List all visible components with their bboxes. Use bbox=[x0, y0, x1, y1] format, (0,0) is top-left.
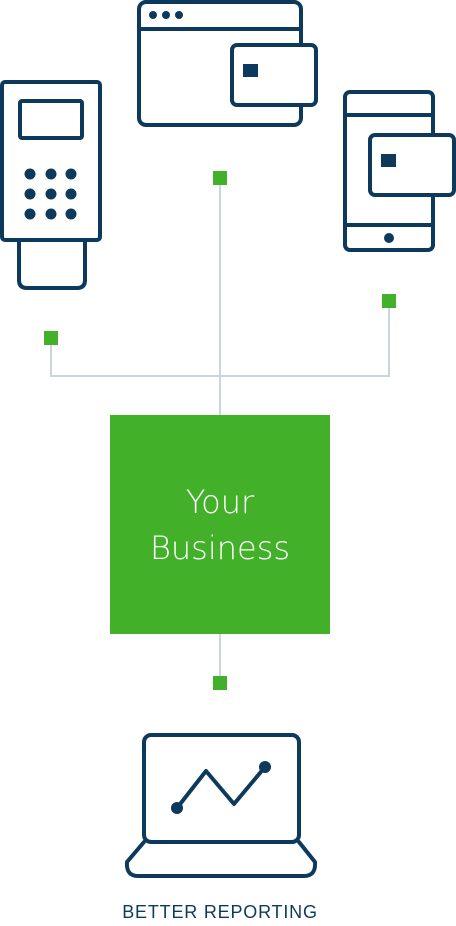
center-line-1: Your bbox=[185, 482, 255, 521]
connector-phone bbox=[220, 308, 390, 377]
center-line-2: Business bbox=[149, 528, 291, 567]
connector-nodes bbox=[44, 171, 396, 690]
node-browser bbox=[213, 171, 227, 185]
node-terminal bbox=[44, 331, 58, 345]
better-reporting-caption: BETTER REPORTING bbox=[122, 902, 318, 922]
your-business-label: Your Business bbox=[110, 415, 330, 634]
laptop-chart-icon bbox=[124, 733, 318, 878]
node-phone bbox=[382, 294, 396, 308]
phone-card-icon bbox=[343, 90, 456, 252]
card-terminal-icon bbox=[0, 80, 102, 290]
connector-lines bbox=[50, 185, 390, 683]
browser-card-icon bbox=[137, 0, 318, 127]
connector-terminal bbox=[50, 345, 220, 377]
your-business-box bbox=[110, 415, 330, 634]
node-reporting bbox=[213, 676, 227, 690]
